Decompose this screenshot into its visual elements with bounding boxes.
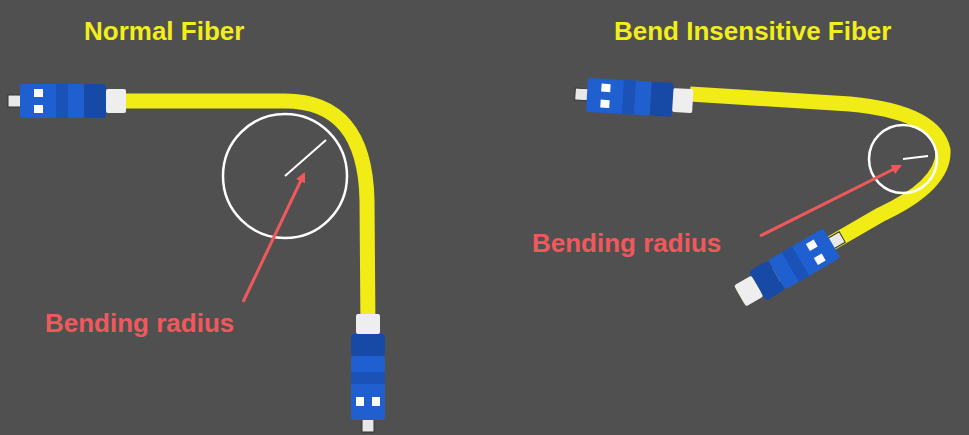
leader-arrow [760, 166, 900, 236]
radius-line [903, 156, 928, 159]
leader-arrow [243, 174, 304, 302]
fiber-connector [574, 77, 694, 118]
callout-label: Bending radius [532, 229, 721, 258]
radius-line [285, 140, 326, 176]
panel-title: Normal Fiber [84, 17, 244, 46]
callout-label: Bending radius [45, 309, 234, 338]
panel-title: Bend Insensitive Fiber [614, 17, 891, 46]
fiber-connector [8, 84, 126, 118]
fiber-cable [118, 101, 368, 330]
radius-circle [869, 125, 937, 193]
fiber-connector [351, 314, 385, 432]
radius-circle [223, 114, 347, 238]
fiber-connector [732, 222, 851, 310]
